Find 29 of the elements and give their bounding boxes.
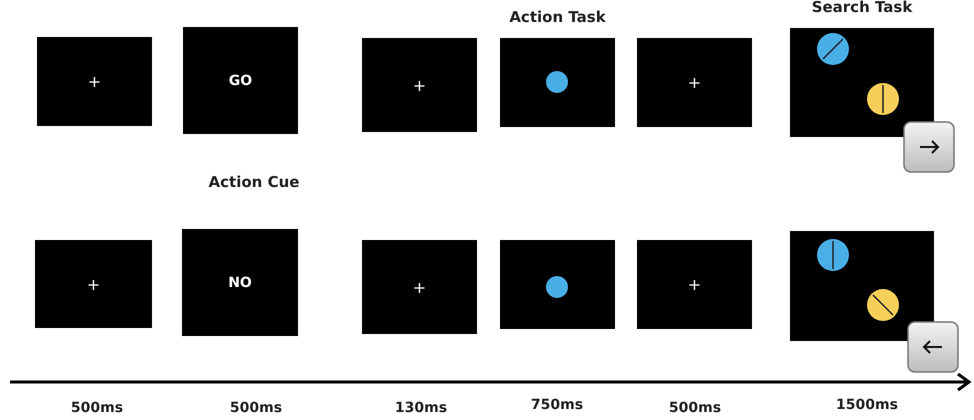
- stimulus-screen: [637, 38, 752, 127]
- cue-word: GO: [228, 72, 252, 88]
- duration-label: 130ms: [394, 400, 448, 416]
- fixation-cross: +: [412, 278, 426, 296]
- fixation-cross: +: [88, 72, 102, 91]
- stimulus-screen: [35, 240, 152, 328]
- stimulus-screen: [790, 28, 934, 137]
- stimulus-screen: [37, 37, 152, 126]
- stimulus-screen: [637, 240, 752, 329]
- stimulus-screen: [500, 240, 615, 329]
- duration-label: 500ms: [230, 400, 282, 416]
- stimulus-screen: [182, 229, 298, 336]
- panel-heading: Action Cue: [208, 173, 300, 191]
- fixation-cross: +: [688, 275, 702, 294]
- stimulus-screen: [500, 38, 615, 127]
- duration-label: 500ms: [668, 400, 722, 416]
- duration-label: 1500ms: [836, 397, 898, 413]
- duration-label: 750ms: [530, 397, 584, 413]
- fixation-cross: +: [688, 73, 702, 92]
- fixation-cross: +: [412, 76, 426, 94]
- fixation-cross: +: [86, 274, 100, 294]
- stimulus-screen: [183, 27, 298, 134]
- cue-word: NO: [228, 274, 252, 290]
- stimulus-screen: [362, 38, 477, 132]
- panel-heading: Action Task: [509, 8, 606, 26]
- panel-heading: Search Task: [812, 0, 912, 16]
- stimulus-screen: [790, 231, 934, 341]
- stimulus-screen: [362, 240, 477, 334]
- duration-label: 500ms: [70, 400, 124, 416]
